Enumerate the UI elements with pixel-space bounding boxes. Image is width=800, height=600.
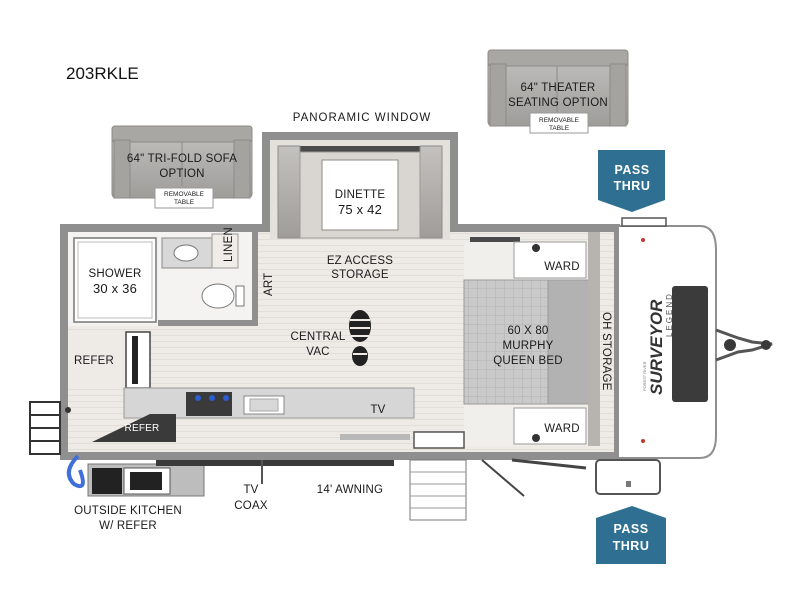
art-label: ART [263, 273, 275, 296]
brand-logo: SURVEYOR LEGEND FOREST RIVER [642, 292, 674, 395]
side-window [470, 237, 520, 243]
oh-storage-label: OH STORAGE [600, 312, 612, 391]
trifold-sofa-option: 64" TRI-FOLD SOFA OPTION REMOVABLE TABLE [111, 125, 253, 209]
pass-thru-bottom-label-2: THRU [613, 539, 650, 553]
pass-thru-top-badge: PASS THRU [598, 150, 665, 212]
front-window [672, 286, 708, 402]
central-vac-label-1: CENTRAL [290, 331, 345, 343]
bathroom: SHOWER 30 x 36 LINEN ART [68, 227, 275, 326]
theater-seating-option: 64" THEATER SEATING OPTION REMOVABLE TAB… [487, 49, 629, 134]
theater-label-2: SEATING OPTION [508, 97, 608, 109]
tv-coax-label-1: TV [243, 484, 258, 496]
dinette: DINETTE 75 x 42 [277, 145, 443, 239]
outside-kitchen: OUTSIDE KITCHEN W/ REFER [74, 463, 205, 532]
ward-bottom-label: WARD [544, 423, 580, 435]
shower-label-2: 30 x 36 [93, 281, 137, 296]
theater-table-label-1: REMOVABLE [539, 117, 580, 124]
linen-label: LINEN [223, 227, 235, 262]
sofa-table-label-1: REMOVABLE [164, 191, 205, 198]
ward-top-label: WARD [544, 261, 580, 273]
svg-text:SURVEYOR: SURVEYOR [647, 299, 666, 395]
pass-thru-bottom-label-1: PASS [613, 522, 648, 536]
bed-label-1: 60 X 80 [507, 325, 548, 337]
pass-thru-bottom-badge: PASS THRU [596, 506, 666, 564]
ez-access-label-2: STORAGE [331, 269, 389, 281]
pass-thru-top-label-2: THRU [614, 179, 651, 193]
refer-label: REFER [74, 355, 114, 367]
pass-thru-top-label-1: PASS [614, 163, 649, 177]
sofa-table-label-2: TABLE [174, 199, 195, 206]
ez-access-label-1: EZ ACCESS [327, 255, 393, 267]
outside-kitchen-label-1: OUTSIDE KITCHEN [74, 505, 182, 517]
theater-label-1: 64" THEATER [521, 82, 596, 94]
central-vac-label-2: VAC [306, 346, 329, 358]
bed-label-3: QUEEN BED [493, 355, 563, 367]
refer-small-label: REFER [125, 423, 160, 434]
rear-ladder [29, 401, 71, 455]
dinette-label-2: 75 x 42 [338, 202, 382, 217]
entry-door [409, 431, 587, 521]
kitchen: REFER TV REFER [68, 331, 415, 442]
theater-table-label-2: TABLE [549, 125, 570, 132]
shower-label-1: SHOWER [89, 268, 142, 280]
bed-label-2: MURPHY [502, 340, 553, 352]
tv-coax-label-2: COAX [234, 500, 268, 512]
svg-text:LEGEND: LEGEND [665, 292, 674, 337]
panoramic-window-label: PANORAMIC WINDOW [293, 112, 431, 124]
svg-text:FOREST RIVER: FOREST RIVER [642, 361, 647, 391]
awning-bar [156, 460, 394, 466]
dinette-label-1: DINETTE [335, 189, 386, 201]
awning-label: 14' AWNING [317, 484, 383, 496]
bootprint-icon [349, 310, 371, 366]
hose-icon [66, 454, 85, 489]
outside-kitchen-label-2: W/ REFER [99, 520, 157, 532]
tv-label: TV [370, 404, 385, 416]
sofa-label-2: OPTION [159, 168, 204, 180]
bedroom: WARD WARD 60 X 80 MURPHY QUEEN BED OH ST… [463, 232, 612, 446]
sofa-label-1: 64" TRI-FOLD SOFA [127, 153, 237, 165]
model-name: 203RKLE [66, 64, 139, 83]
